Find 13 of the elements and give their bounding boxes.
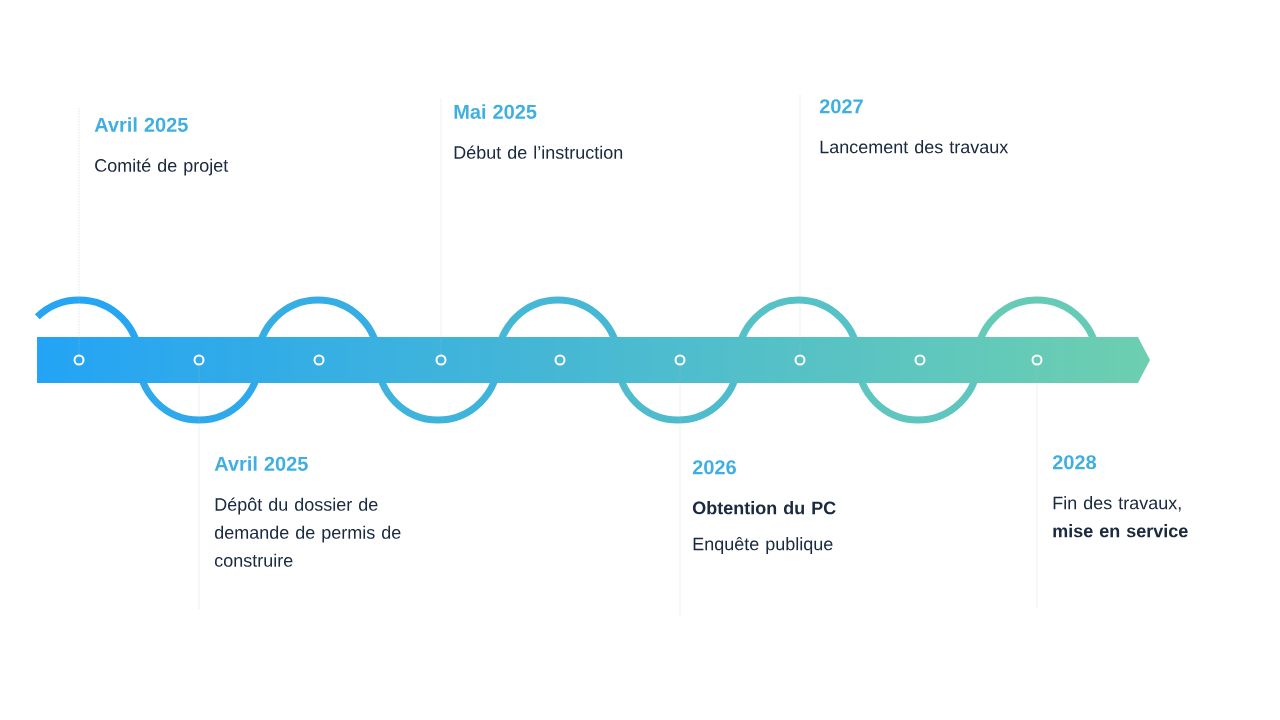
milestone-text: Comité de projet [95,158,229,176]
milestone-text: Fin des travaux, mise en service [1053,496,1188,538]
milestone-heading: Obtention du PC [692,501,836,515]
date-label: Mai 2025 [454,104,537,119]
milestone-text: Dépôt du dossier de demande de permis de construire [214,497,401,567]
date-label: Avril 2025 [214,456,308,471]
date-label: 2028 [1052,455,1097,470]
date-label: 2027 [819,99,863,114]
date-label: Avril 2025 [94,117,188,132]
milestone-text: Début de l’instruction [454,145,623,159]
milestone-text: Enquête publique [693,537,833,554]
date-label: 2026 [692,460,736,475]
milestone-text: Lancement des travaux [820,140,1009,154]
